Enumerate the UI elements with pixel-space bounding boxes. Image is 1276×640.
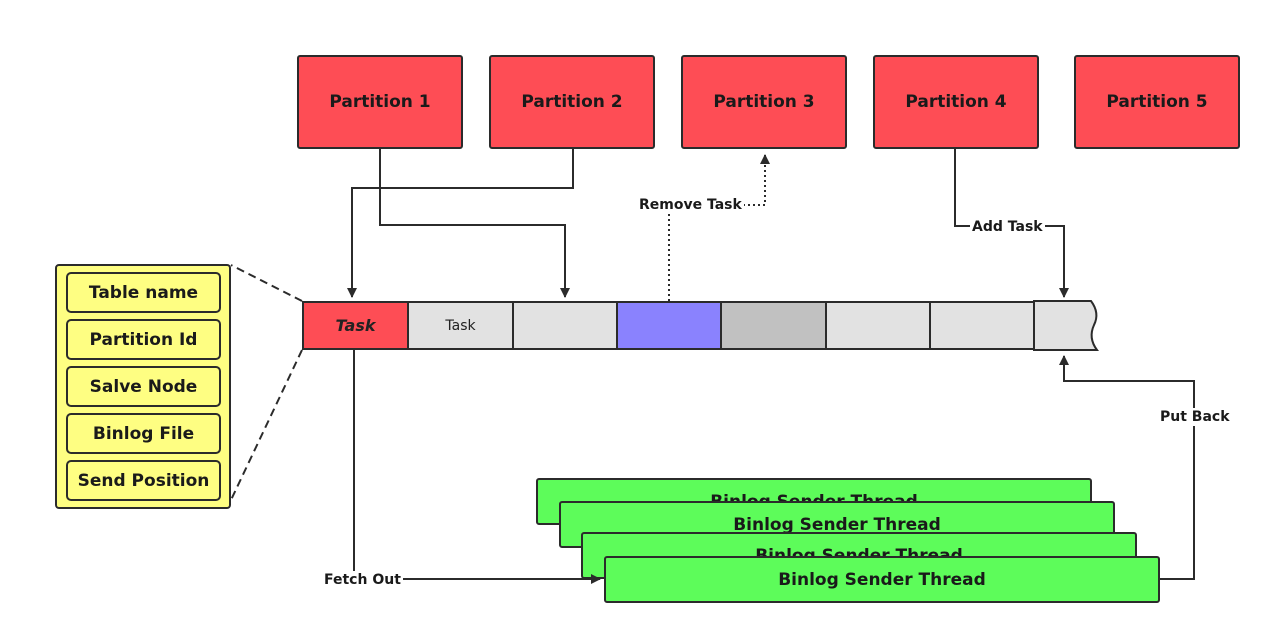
- edge-label-fetch-out: Fetch Out: [322, 571, 403, 589]
- queue-torn-cell: [1033, 300, 1099, 351]
- partition-1: Partition 1: [297, 55, 463, 149]
- thread-label: Binlog Sender Thread: [778, 569, 986, 590]
- partition-2: Partition 2: [489, 55, 655, 149]
- edge-label-put-back: Put Back: [1158, 408, 1232, 426]
- edge-put-back: [1059, 355, 1195, 580]
- edge-label-add-task: Add Task: [970, 218, 1045, 236]
- partition-3: Partition 3: [681, 55, 847, 149]
- queue-cell: [512, 301, 618, 350]
- partition-label: Partition 3: [713, 92, 815, 112]
- edge-partition2-to-task: [347, 149, 574, 298]
- task-detail-panel: Table name Partition Id Salve Node Binlo…: [55, 264, 231, 509]
- edge-label-remove-task: Remove Task: [637, 196, 744, 214]
- queue-cell-label: Task: [445, 317, 476, 334]
- partition-label: Partition 4: [905, 92, 1007, 112]
- partition-label: Partition 1: [329, 92, 431, 112]
- detail-connector-top: [230, 264, 303, 302]
- task-field-binlog-file: Binlog File: [66, 413, 221, 454]
- task-field-label: Partition Id: [89, 329, 198, 350]
- detail-connector-bottom: [230, 349, 303, 501]
- edge-fetch-out: [353, 350, 601, 584]
- task-field-salve-node: Salve Node: [66, 366, 221, 407]
- queue-cell: Task: [407, 301, 514, 350]
- partition-5: Partition 5: [1074, 55, 1240, 149]
- task-field-label: Salve Node: [89, 376, 198, 397]
- edge-partition1-to-cell: [379, 149, 570, 298]
- task-field-label: Binlog File: [92, 423, 195, 444]
- queue-cell: [720, 301, 827, 350]
- edge-remove-task: [668, 154, 770, 301]
- queue-cell-label: Task: [335, 316, 376, 335]
- task-field-label: Send Position: [77, 470, 210, 491]
- partition-label: Partition 5: [1106, 92, 1208, 112]
- queue-cell: [929, 301, 1036, 350]
- partition-label: Partition 2: [521, 92, 623, 112]
- queue-cell-removed: [616, 301, 722, 350]
- task-field-table-name: Table name: [66, 272, 221, 313]
- task-field-label: Table name: [88, 282, 199, 303]
- task-field-partition-id: Partition Id: [66, 319, 221, 360]
- partition-4: Partition 4: [873, 55, 1039, 149]
- thread-label: Binlog Sender Thread: [733, 514, 941, 535]
- queue-cell: [825, 301, 931, 350]
- task-field-send-position: Send Position: [66, 460, 221, 501]
- binlog-sender-thread: Binlog Sender Thread: [604, 556, 1160, 603]
